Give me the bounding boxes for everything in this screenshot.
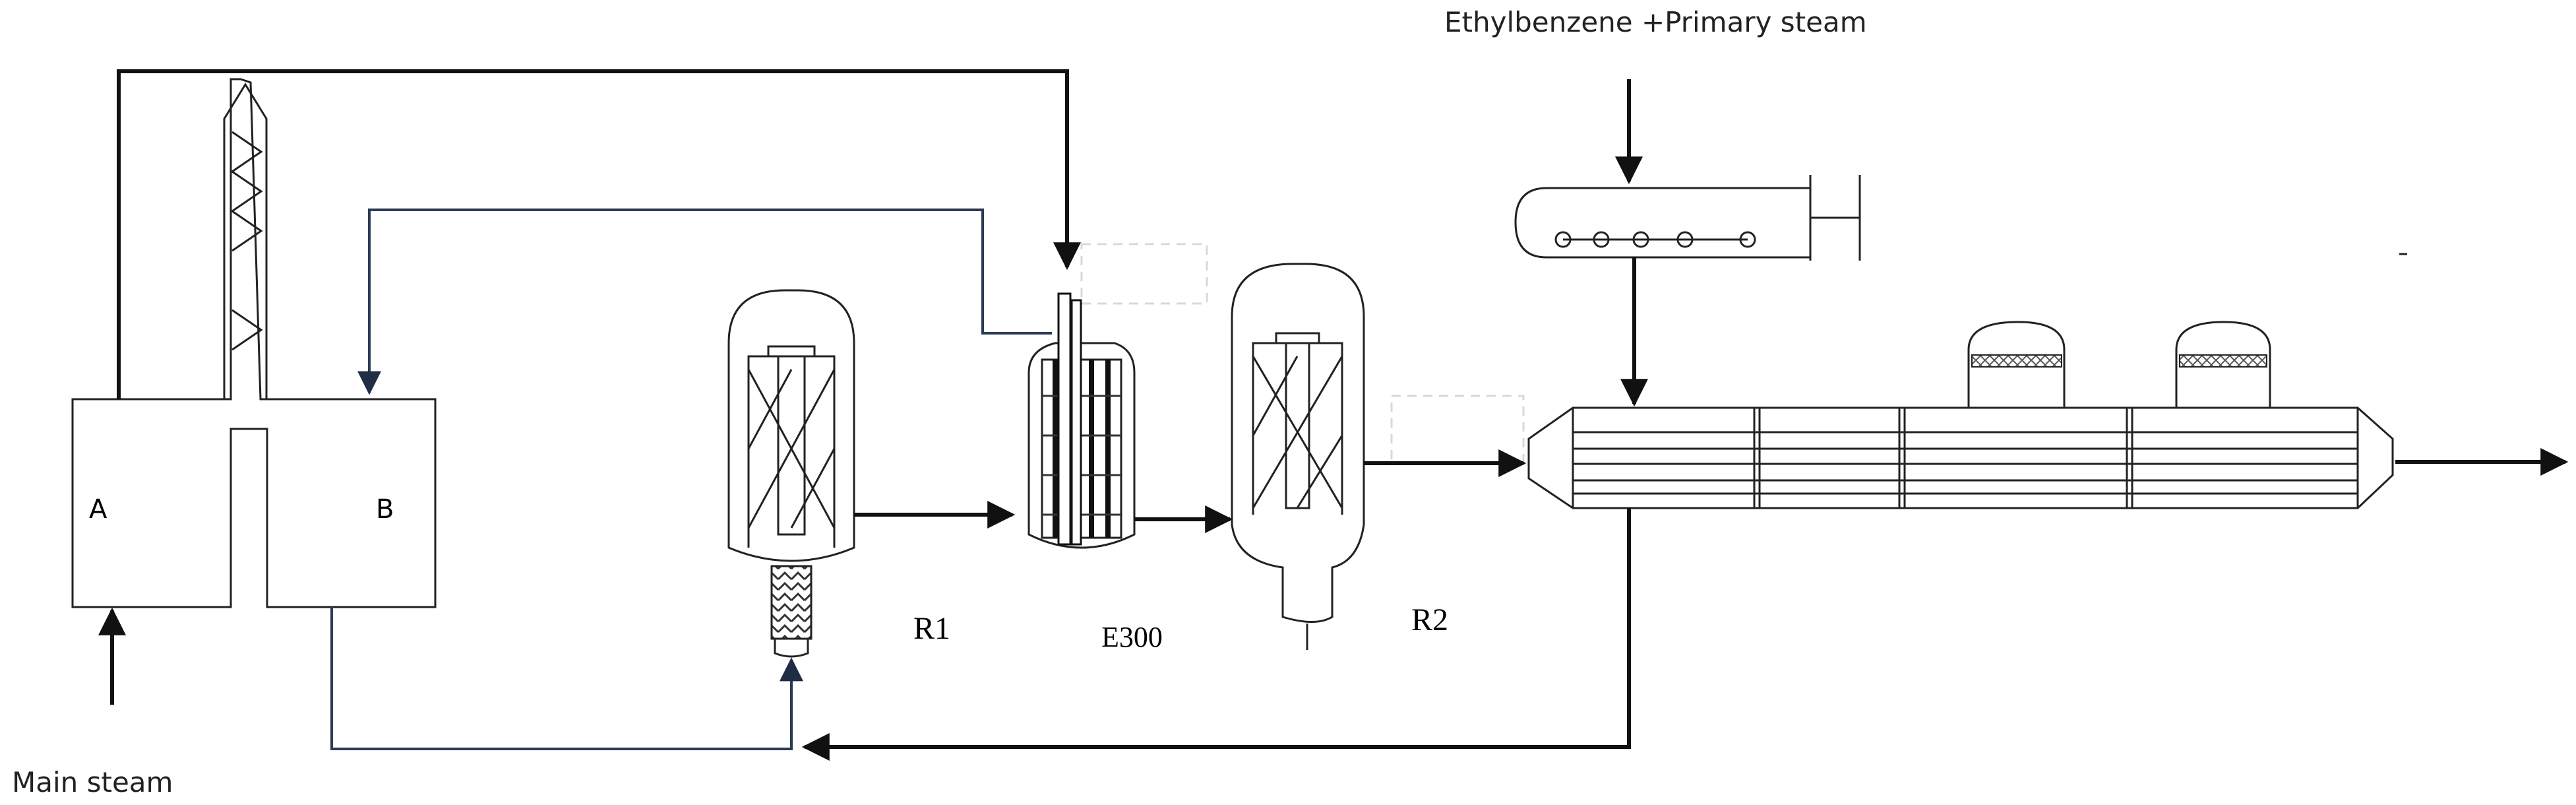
exchanger-dome-2	[2175, 321, 2271, 408]
feed-label: Ethylbenzene +Primary steam	[1444, 6, 1867, 38]
background-artifacts	[1080, 243, 1525, 463]
top-steam-line	[117, 69, 1081, 399]
reactor-r1	[727, 289, 855, 658]
r1-label: R1	[913, 611, 950, 646]
furnace-section-b-label: B	[376, 494, 394, 525]
main-steam-label: Main steam	[12, 766, 173, 798]
feed-distributor	[1514, 175, 1861, 261]
reactor-r2	[1231, 263, 1365, 650]
r2-label: R2	[1411, 602, 1448, 637]
b-to-r1-line	[330, 607, 803, 750]
r1-bottom-packing	[770, 565, 813, 640]
stack-coil	[230, 131, 263, 351]
exchanger-dome-1	[1967, 321, 2066, 408]
horizontal-exchanger	[1527, 321, 2394, 509]
return-line-to-b	[357, 209, 1052, 395]
furnace: A B	[71, 78, 437, 608]
bottom-return-line	[801, 508, 1631, 761]
e300-label: E300	[1101, 621, 1163, 653]
furnace-section-a-label: A	[89, 494, 107, 525]
exchanger-e300	[1027, 292, 1136, 549]
